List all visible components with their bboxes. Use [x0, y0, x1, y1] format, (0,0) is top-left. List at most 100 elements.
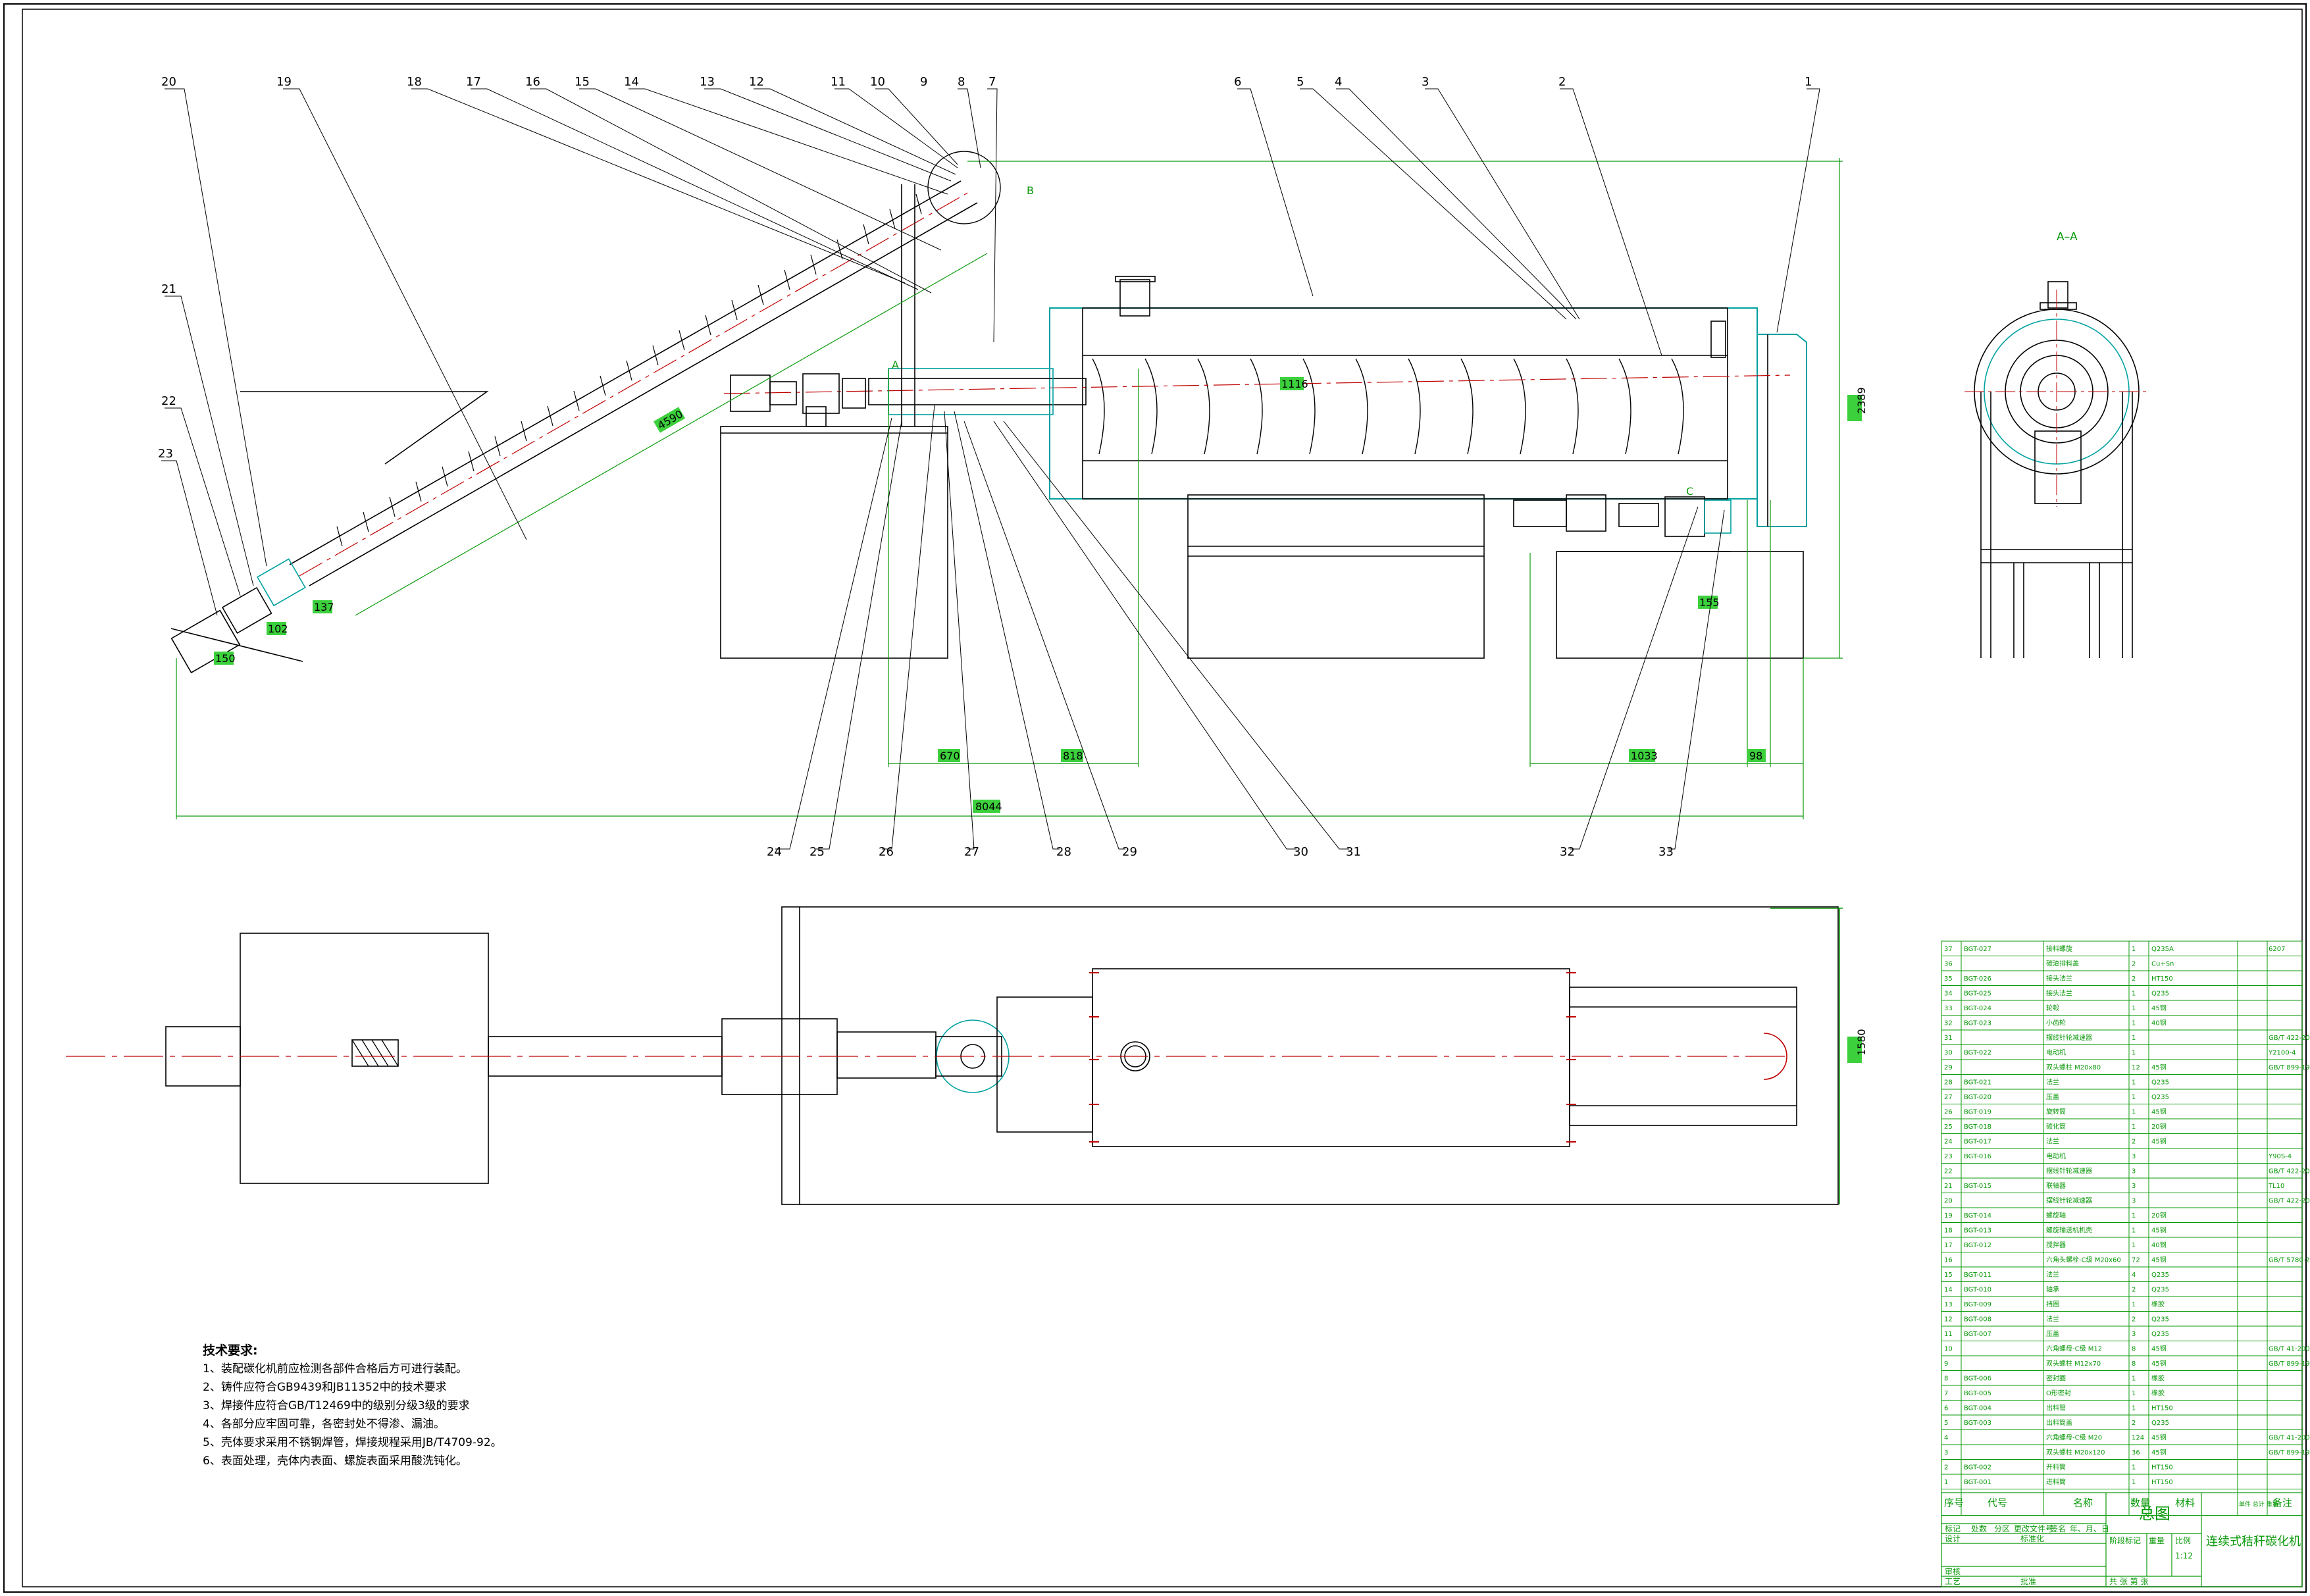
ratio-value: 1:12 — [2175, 1551, 2193, 1560]
callout-5: 5 — [1296, 75, 1304, 89]
bom-no-32: 32 — [1944, 1020, 1953, 1027]
callout-14: 14 — [624, 75, 639, 89]
tech-line-1: 1、装配碳化机前应检测各部件合格后方可进行装配。 — [203, 1362, 467, 1376]
bom-name-11: 压盖 — [2046, 1329, 2059, 1338]
bom-code-12: BGT-008 — [1964, 1316, 1991, 1324]
bom-mat-2: HT150 — [2151, 1464, 2173, 1472]
bom-qty-1: 1 — [2132, 1479, 2136, 1486]
bom-code-2: BGT-002 — [1964, 1464, 1991, 1472]
bom-mat-16: 45钢 — [2151, 1256, 2167, 1264]
bom-no-13: 13 — [1944, 1301, 1953, 1308]
design-label: 设计 — [1945, 1534, 1961, 1543]
bom-qty-3: 36 — [2132, 1449, 2140, 1456]
bom-no-11: 11 — [1944, 1331, 1953, 1338]
bom-code-30: BGT-022 — [1964, 1050, 1991, 1057]
stage-label: 阶段标记 — [2109, 1535, 2141, 1545]
callout-28: 28 — [1056, 845, 1071, 859]
bom-qty-22: 3 — [2132, 1168, 2136, 1175]
bom-qty-12: 2 — [2132, 1316, 2136, 1324]
bom-header-qty: 数量 — [2130, 1497, 2150, 1509]
bom-note-21: TL10 — [2268, 1183, 2284, 1190]
bom-name-3: 双头螺柱 M20x120 — [2046, 1448, 2105, 1456]
bom-mat-15: Q235 — [2151, 1272, 2169, 1279]
bom-qty-32: 1 — [2132, 1020, 2136, 1027]
bom-name-34: 接头法兰 — [2046, 989, 2072, 998]
rev-mark: 标记 — [1945, 1524, 1961, 1533]
bom-header-code: 代号 — [1988, 1497, 2007, 1509]
callout-18: 18 — [407, 75, 422, 89]
front-elevation — [170, 151, 1807, 674]
section-a-a: A–A — [1964, 230, 2149, 658]
detail-b-circle — [927, 151, 1001, 224]
detail-b-label: B — [1027, 184, 1034, 197]
inclined-screw-conveyor — [170, 180, 978, 674]
bom-mat-6: HT150 — [2151, 1405, 2173, 1412]
bom-name-10: 六角螺母-C级 M12 — [2046, 1345, 2102, 1353]
bom-code-17: BGT-012 — [1964, 1242, 1991, 1249]
callout-7: 7 — [988, 75, 996, 89]
bom-header-note: 备注 — [2272, 1497, 2292, 1509]
bom-name-35: 接头法兰 — [2046, 974, 2072, 983]
bom-mat-3: 45钢 — [2151, 1448, 2167, 1456]
bom-code-35: BGT-026 — [1964, 975, 1991, 983]
left-stand — [720, 426, 948, 659]
bom-mat-11: Q235 — [2151, 1331, 2169, 1338]
bom-code-32: BGT-023 — [1964, 1020, 1991, 1027]
bom-name-19: 螺旋轴 — [2046, 1211, 2066, 1220]
bom-name-23: 电动机 — [2046, 1152, 2066, 1160]
helical-flights — [1092, 358, 1684, 455]
bom-name-1: 进料筒 — [2046, 1478, 2066, 1486]
bom-qty-19: 1 — [2132, 1212, 2136, 1220]
bom-code-37: BGT-027 — [1964, 946, 1991, 953]
tech-line-6: 6、表面处理，壳体内表面、螺旋表面采用酸洗钝化。 — [203, 1454, 467, 1468]
bom-mat-28: Q235 — [2151, 1079, 2169, 1087]
bom-qty-26: 1 — [2132, 1109, 2136, 1116]
bom-code-25: BGT-018 — [1964, 1123, 1991, 1131]
bom-name-25: 碳化筒 — [2046, 1122, 2066, 1131]
bom-qty-9: 8 — [2132, 1360, 2136, 1368]
drum-end-housing — [1757, 334, 1807, 527]
callout-19: 19 — [276, 75, 292, 89]
bom-no-17: 17 — [1944, 1242, 1953, 1249]
bom-no-3: 3 — [1944, 1449, 1948, 1456]
technical-requirements: 技术要求: 1、装配碳化机前应检测各部件合格后方可进行装配。 2、铸件应符合GB… — [203, 1341, 703, 1470]
bom-mat-36: Cu+Sn — [2151, 961, 2174, 968]
bom-name-5: 出料筒盖 — [2046, 1418, 2072, 1427]
bom-mat-27: Q235 — [2151, 1094, 2169, 1101]
bom-code-26: BGT-019 — [1964, 1109, 1991, 1116]
bom-mat-18: 45钢 — [2151, 1226, 2167, 1235]
bom-qty-27: 1 — [2132, 1094, 2136, 1101]
dim-small3: 150 — [215, 652, 236, 665]
callout-22: 22 — [161, 394, 176, 408]
callout-29: 29 — [1122, 845, 1137, 859]
callout-16: 16 — [525, 75, 540, 89]
bom-no-28: 28 — [1944, 1079, 1953, 1087]
bom-note-4: GB/T 41-2000 — [2269, 1435, 2310, 1442]
plan-view — [66, 906, 1843, 1205]
bom-no-33: 33 — [1944, 1005, 1953, 1012]
callout-3: 3 — [1422, 75, 1429, 89]
bom-name-37: 接料螺旋 — [2046, 944, 2072, 953]
bom-qty-28: 1 — [2132, 1079, 2136, 1087]
bom-no-8: 8 — [1944, 1376, 1948, 1383]
bom-qty-36: 2 — [2132, 961, 2136, 968]
drawing-title: 总图 — [2139, 1505, 2170, 1523]
bom-code-18: BGT-013 — [1964, 1227, 1991, 1235]
bom-code-28: BGT-021 — [1964, 1079, 1991, 1087]
bom-name-31: 摆线针轮减速器 — [2046, 1033, 2092, 1042]
bom-qty-15: 4 — [2132, 1272, 2136, 1279]
bom-note-23: Y90S-4 — [2268, 1153, 2292, 1160]
bom-qty-34: 1 — [2132, 991, 2136, 998]
lower-gear-motor — [1513, 500, 1567, 527]
bom-note-30: Y2100-4 — [2268, 1050, 2296, 1057]
bom-mat-35: HT150 — [2151, 975, 2173, 983]
bom-name-27: 压盖 — [2046, 1093, 2059, 1101]
bom-no-14: 14 — [1944, 1287, 1953, 1294]
rev-date: 年、月、日 — [2070, 1524, 2109, 1533]
callout-8: 8 — [958, 75, 965, 89]
callouts-bottom: 24 25 26 27 28 29 30 31 32 33 — [767, 845, 1674, 859]
bom-code-5: BGT-003 — [1964, 1420, 1991, 1427]
bom-qty-23: 3 — [2132, 1153, 2136, 1160]
bom-mat-17: 40钢 — [2151, 1241, 2167, 1249]
